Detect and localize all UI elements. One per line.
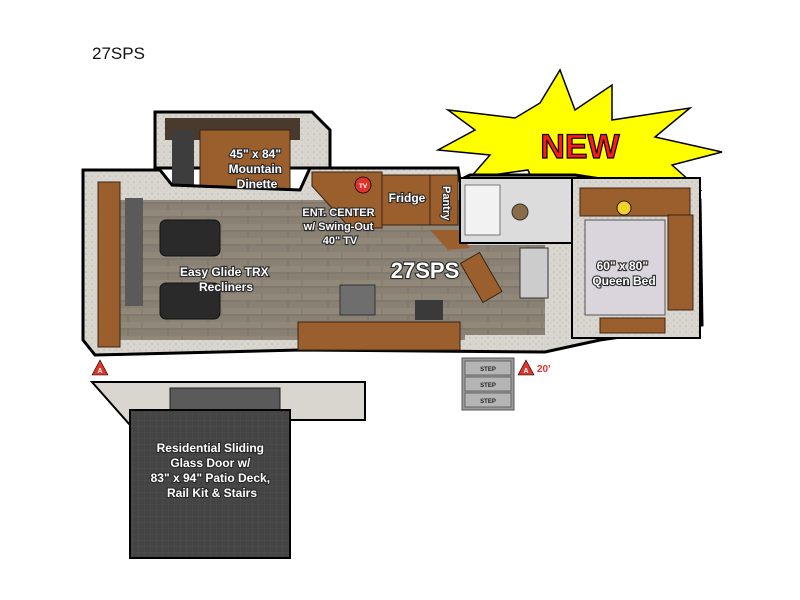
step-label-1: STEP [480,367,496,373]
recliner-top [159,219,221,257]
awning-marker-left [91,359,109,376]
dinette-label: 45" x 84" Mountain Dinette [229,147,286,191]
awning-length: 20' [537,364,551,375]
queen-bed [584,219,666,316]
kitchen-cabinets: TV [297,171,503,351]
bathroom [459,177,573,299]
awning-marker-right-label: A [523,368,528,375]
recliners-label: Easy Glide TRX Recliners [180,265,272,294]
bedroom [571,177,701,339]
entry-steps: STEP STEP STEP [461,357,515,411]
awning-marker-left-label: A [97,368,102,375]
awning-markers: A A 20' [91,359,551,376]
recliners [159,219,221,320]
patio-deck-floor [129,409,291,559]
model-floor-label: 27SPS [391,258,460,283]
bed-label: 60" x 80" Queen Bed [592,259,655,288]
awning-marker-right [517,359,535,376]
pantry-label: Pantry [440,186,452,221]
patio-label: Residential Sliding Glass Door w/ 83" x … [151,441,274,500]
room-labels: 45" x 84" Mountain Dinette ENT. CENTER w… [150,146,657,501]
floorplan-title: 27SPS [92,44,145,63]
new-badge: NEW [435,68,723,212]
ent-center-label: ENT. CENTER w/ Swing-Out 40" TV [302,207,377,247]
tv-marker-label: TV [359,183,368,190]
step-label-2: STEP [480,383,496,389]
new-badge-text: NEW [540,128,620,166]
tv-marker [354,176,372,194]
patio-deck [89,381,366,559]
bedroom-marker-icon [616,200,632,216]
recliner-bottom [159,282,221,320]
step-label-3: STEP [480,399,496,405]
fridge-label: Fridge [389,191,426,205]
